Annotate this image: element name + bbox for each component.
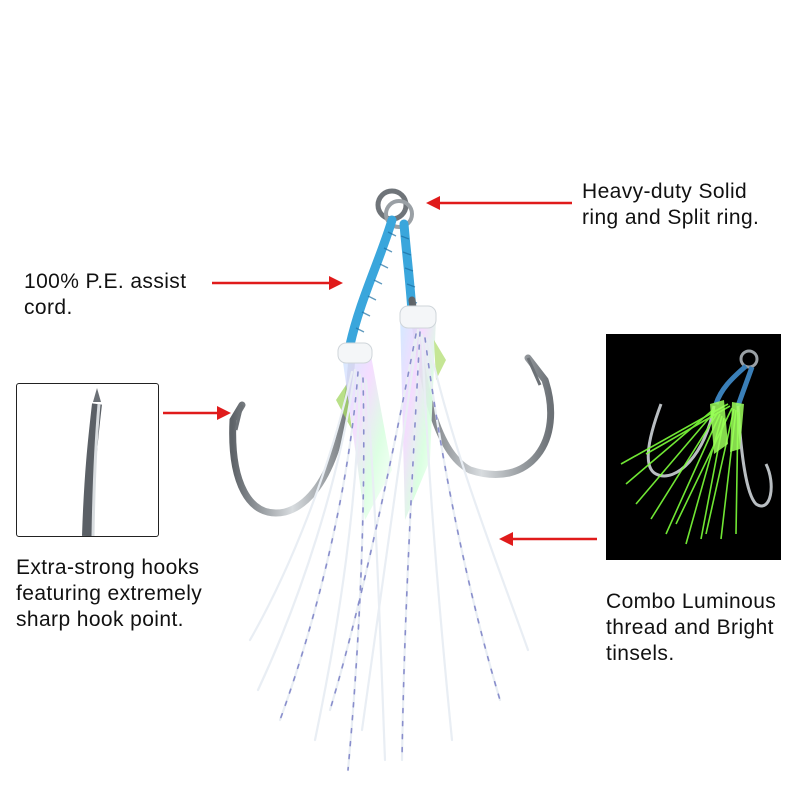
cord-callout-line-2: cord. — [24, 296, 73, 319]
cord-callout-line-1: 100% P.E. assist — [24, 270, 187, 293]
ring-callout-line-1: Heavy-duty Solid — [582, 180, 748, 203]
left-hook — [229, 346, 356, 517]
red-arrow-icon — [499, 532, 597, 546]
cord-callout-text: 100% P.E. assist cord. — [24, 269, 186, 321]
hooks-callout-line-2: featuring extremely — [16, 582, 203, 605]
tinsel-callout-line-3: tinsels. — [606, 642, 675, 665]
hooks-callout-line-3: sharp hook point. — [16, 608, 184, 631]
hook-point-closeup-image — [16, 383, 159, 537]
tinsel-callout-line-1: Combo Luminous — [606, 590, 777, 613]
luminous-hook-photo-image — [606, 334, 781, 560]
tinsel-skirt — [248, 328, 530, 772]
tinsel-callout-text: Combo Luminous thread and Bright tinsels… — [606, 589, 776, 667]
tinsel-callout-line-2: thread and Bright — [606, 616, 774, 639]
ring-callout-text: Heavy-duty Solid ring and Split ring. — [582, 179, 759, 231]
hooks-callout-text: Extra-strong hooks featuring extremely s… — [16, 555, 202, 633]
ring-callout-line-2: ring and Split ring. — [582, 206, 760, 229]
red-arrow-icon — [163, 406, 231, 420]
holo-flash-right — [400, 312, 436, 520]
red-arrow-icon — [426, 196, 572, 210]
hooks-callout-line-1: Extra-strong hooks — [16, 556, 200, 579]
red-arrow-icon — [212, 276, 343, 290]
holo-flash-left — [342, 350, 392, 520]
